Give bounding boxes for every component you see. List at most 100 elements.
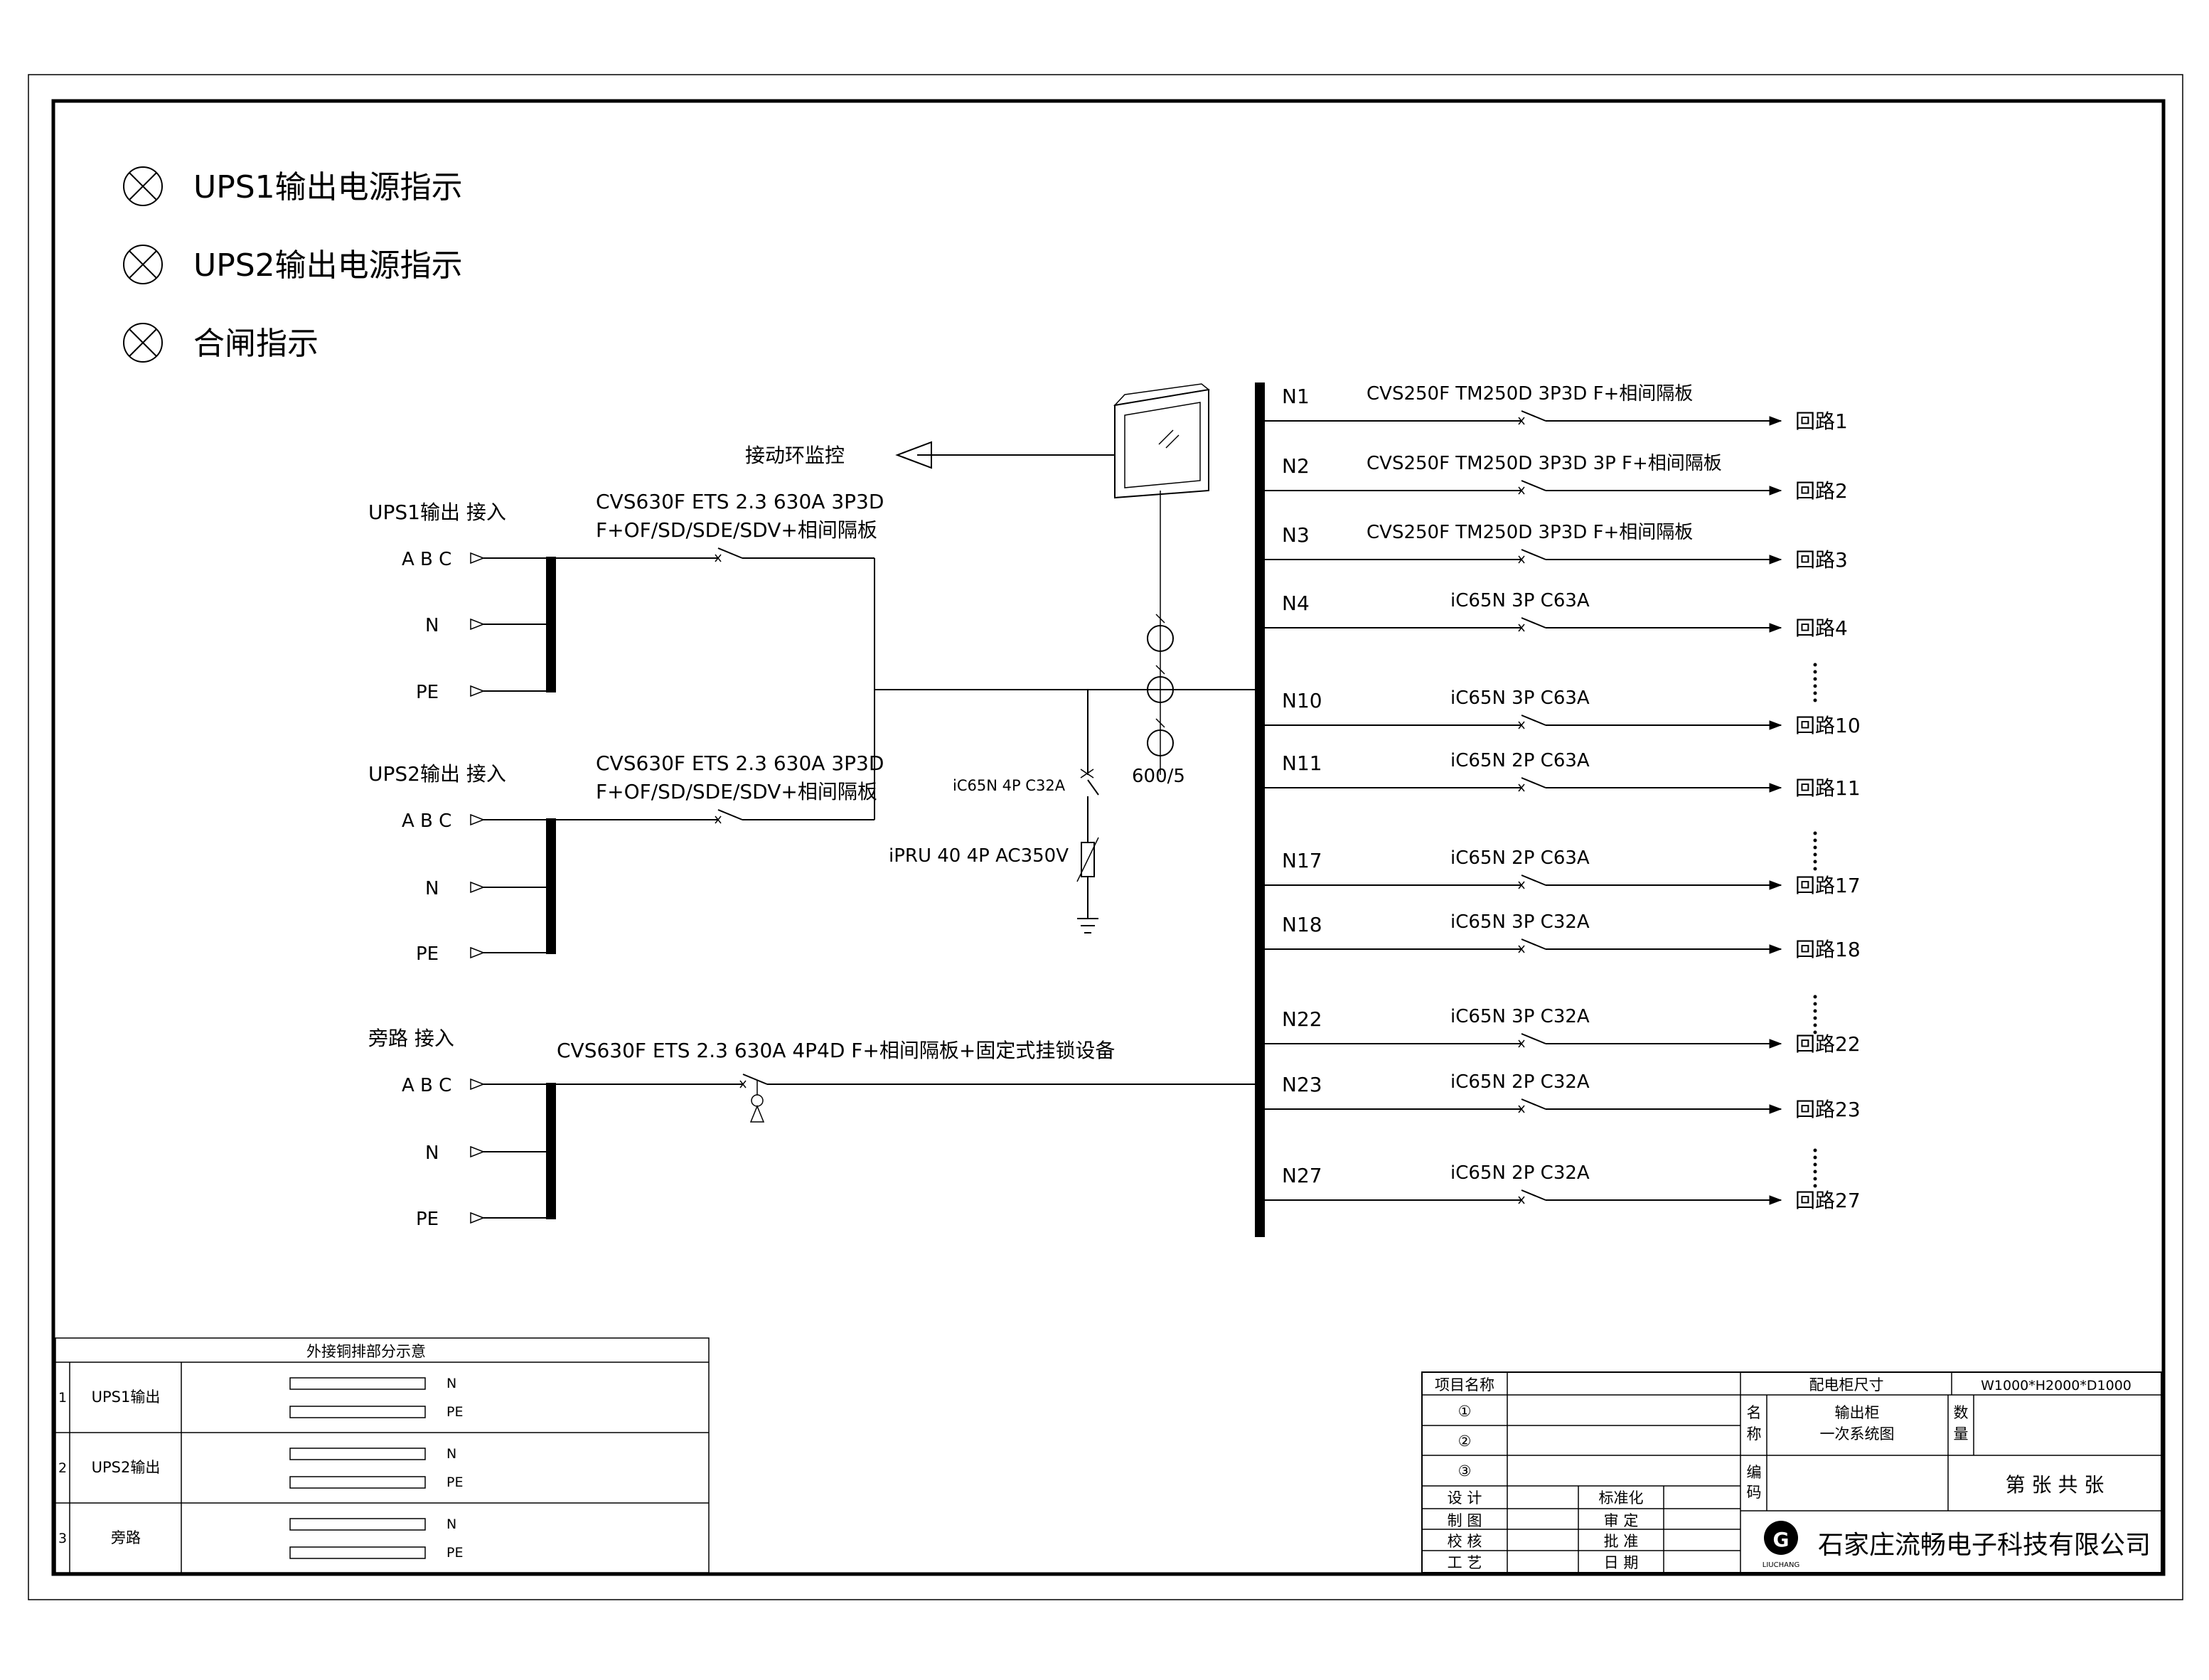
legend-item: UPS2输出电源指示 bbox=[123, 245, 463, 284]
phase-label: A B C bbox=[402, 810, 451, 832]
node-label: N27 bbox=[1282, 1164, 1322, 1187]
outgoing-arrow bbox=[1769, 555, 1782, 565]
branch-breaker bbox=[1521, 480, 1546, 491]
row-number: 1 bbox=[58, 1390, 67, 1406]
branch-breaker bbox=[1521, 1098, 1546, 1110]
row-name: UPS1输出 bbox=[92, 1389, 161, 1406]
circuit-label: 回路4 bbox=[1795, 616, 1848, 640]
monitor-top bbox=[1113, 383, 1210, 407]
lamp-cross bbox=[129, 172, 157, 200]
node-label: N22 bbox=[1282, 1007, 1322, 1031]
continuation-dot bbox=[1813, 670, 1817, 674]
breaker-spec: CVS630F ETS 2.3 630A 3P3D bbox=[596, 490, 884, 513]
continuation-dot bbox=[1813, 1030, 1817, 1034]
outgoing-arrow bbox=[1769, 783, 1782, 793]
item-number: ① bbox=[1458, 1403, 1472, 1420]
monitor-label: 接动环监控 bbox=[745, 444, 845, 467]
spd-breaker-label: iC65N 4P C32A bbox=[953, 777, 1066, 794]
project-name-label: 项目名称 bbox=[1435, 1376, 1494, 1393]
outer-frame bbox=[28, 74, 2183, 1600]
continuation-dot bbox=[1813, 684, 1817, 688]
circuit-label: 回路23 bbox=[1795, 1098, 1861, 1121]
terminal-arrow bbox=[470, 881, 486, 894]
ct-tick bbox=[1155, 718, 1165, 728]
branch-breaker bbox=[1521, 617, 1546, 628]
outgoing-arrow bbox=[1769, 416, 1782, 426]
breaker-x bbox=[1518, 783, 1525, 792]
outgoing-arrow bbox=[1769, 944, 1782, 954]
logo-letter: G bbox=[1773, 1528, 1790, 1551]
spd-breaker-x bbox=[1080, 769, 1094, 779]
breaker-x bbox=[739, 1080, 747, 1088]
continuation-dot bbox=[1813, 1016, 1817, 1020]
phase-label: A B C bbox=[402, 549, 451, 570]
circuit-label: 回路11 bbox=[1795, 776, 1861, 800]
outgoing-arrow bbox=[1769, 720, 1782, 730]
incoming-breaker bbox=[717, 547, 743, 559]
circuit-label: 回路17 bbox=[1795, 874, 1861, 897]
breaker-spec: CVS250F TM250D 3P3D F+相间隔板 bbox=[1366, 522, 1693, 543]
code-label: 编 bbox=[1747, 1464, 1762, 1481]
node-label: N18 bbox=[1282, 913, 1322, 936]
outgoing-arrow bbox=[1769, 1039, 1782, 1049]
breaker-spec: CVS630F ETS 2.3 630A 3P3D bbox=[596, 751, 884, 775]
continuation-dot bbox=[1813, 698, 1817, 702]
breaker-spec: F+OF/SD/SDE/SDV+相间隔板 bbox=[596, 518, 877, 542]
breaker-spec: iC65N 3P C32A bbox=[1450, 911, 1590, 933]
table-title: 外接铜排部分示意 bbox=[306, 1343, 426, 1360]
breaker-x bbox=[1518, 945, 1525, 953]
branch-breaker bbox=[1521, 1033, 1546, 1044]
bar-label: PE bbox=[446, 1404, 463, 1420]
bar-label: N bbox=[446, 1446, 456, 1462]
code-label: 码 bbox=[1747, 1484, 1762, 1501]
continuation-dot bbox=[1813, 867, 1817, 871]
breaker-x bbox=[1518, 1105, 1525, 1113]
row-name: 旁路 bbox=[111, 1529, 141, 1546]
ct-ratio-label: 600/5 bbox=[1132, 766, 1185, 787]
qty-label: 量 bbox=[1954, 1425, 1969, 1443]
row-number: 2 bbox=[58, 1460, 67, 1476]
breaker-x bbox=[1518, 417, 1525, 425]
branch-breaker bbox=[1521, 410, 1546, 422]
size-label: 配电柜尺寸 bbox=[1809, 1376, 1884, 1393]
company-logo-icon bbox=[1764, 1521, 1798, 1555]
role-label: 校 核 bbox=[1448, 1533, 1482, 1550]
circuit-label: 回路22 bbox=[1795, 1032, 1861, 1056]
incoming-title: UPS1输出 接入 bbox=[368, 501, 506, 524]
terminal-arrow bbox=[470, 1145, 486, 1158]
continuation-dot bbox=[1813, 663, 1817, 667]
logo-subtext: LIUCHANG bbox=[1763, 1561, 1799, 1569]
breaker-x bbox=[1518, 486, 1525, 495]
continuation-dot bbox=[1813, 1002, 1817, 1006]
copper-bar-icon bbox=[289, 1476, 426, 1489]
terminal-arrow bbox=[470, 552, 486, 565]
node-label: N10 bbox=[1282, 689, 1322, 712]
breaker-spec: CVS250F TM250D 3P3D F+相间隔板 bbox=[1366, 383, 1693, 405]
phase-label: N bbox=[425, 615, 439, 636]
bypass-breaker bbox=[742, 1074, 768, 1085]
title-block-border bbox=[1421, 1371, 2162, 1573]
drawing-name: 一次系统图 bbox=[1820, 1425, 1895, 1443]
role-label: 制 图 bbox=[1448, 1512, 1482, 1529]
incoming-title: 旁路 接入 bbox=[368, 1027, 454, 1050]
current-transformer-icon bbox=[1147, 625, 1174, 652]
ct-tick bbox=[1155, 665, 1165, 675]
ct-tick bbox=[1155, 614, 1165, 624]
copper-bar-icon bbox=[289, 1546, 426, 1559]
role-label: 审 定 bbox=[1604, 1512, 1639, 1529]
circuit-label: 回路2 bbox=[1795, 479, 1848, 503]
breaker-spec: iC65N 2P C63A bbox=[1450, 847, 1590, 869]
qty-label: 数 bbox=[1954, 1404, 1969, 1421]
continuation-dot bbox=[1813, 831, 1817, 835]
arrester-slash bbox=[1076, 837, 1099, 882]
breaker-spec: CVS250F TM250D 3P3D 3P F+相间隔板 bbox=[1366, 453, 1722, 474]
